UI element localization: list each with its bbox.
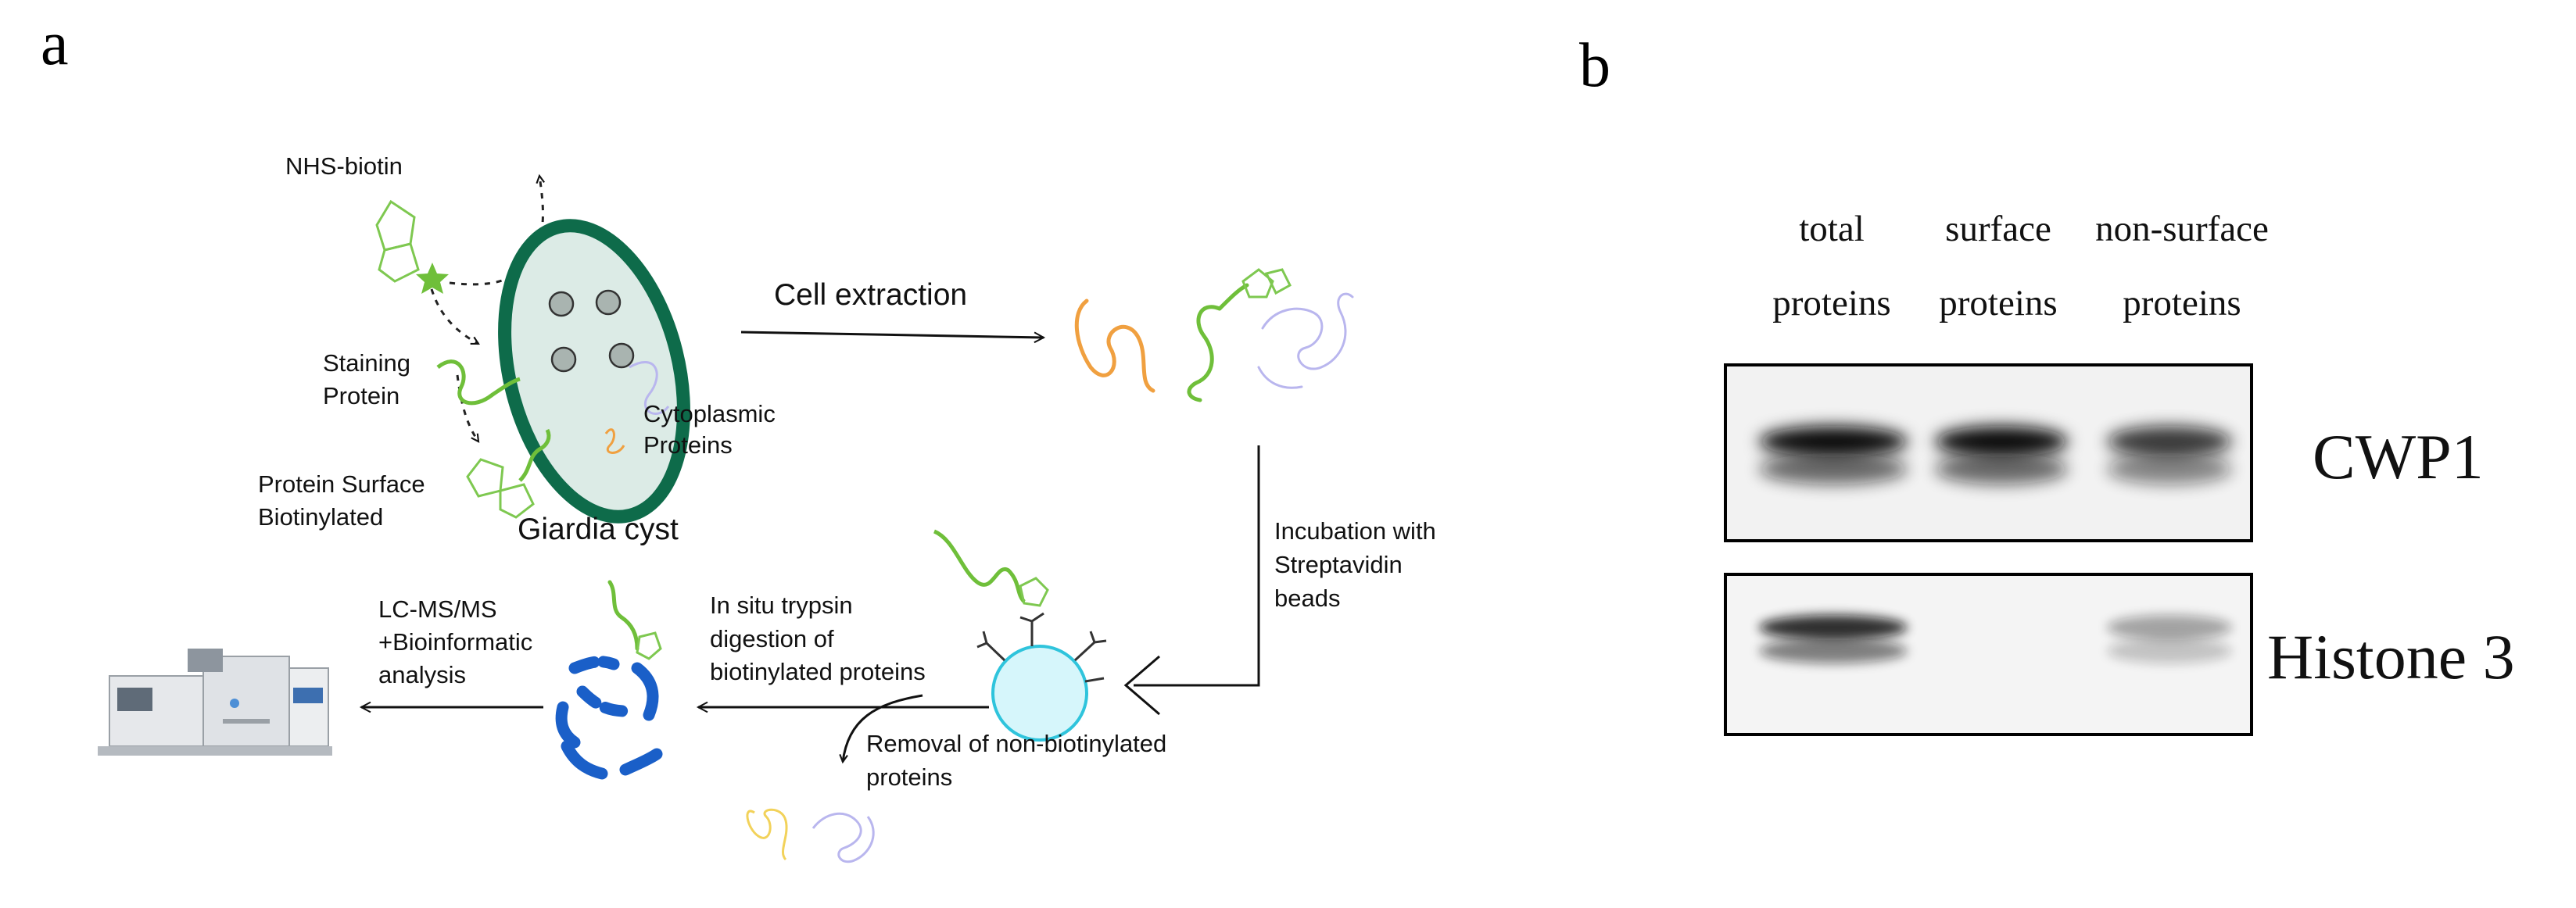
lcms-label-2: +Bioinformatic [378, 628, 532, 656]
col-1-line-2: proteins [1772, 283, 1890, 324]
blot-cwp1 [1724, 363, 2253, 542]
nhs-star-icon [416, 263, 449, 294]
blot-label-histone3: Histone 3 [2267, 621, 2515, 692]
trypsin-label-1: In situ trypsin [710, 592, 853, 619]
panel-b-letter: b [1579, 31, 1610, 100]
blot-band [2107, 615, 2232, 640]
column-headers: total proteins surface proteins non-surf… [1772, 209, 2269, 324]
surface-label-1: Protein Surface [258, 470, 425, 498]
incubation-arrow-head [1123, 655, 1160, 716]
cell-extraction-label: Cell extraction [774, 278, 967, 312]
surface-biotin-icon [466, 428, 551, 519]
extracted-proteins [1074, 268, 1354, 402]
panel-a-letter: a [41, 9, 69, 78]
blot-band [2107, 426, 2232, 457]
cell-extraction-arrow [740, 331, 1046, 344]
cytoplasmic-label-1: Cytoplasmic [643, 400, 776, 427]
cytoplasmic-label-2: Proteins [643, 431, 733, 459]
staining-label-1: Staining [323, 349, 410, 377]
blot-band [1759, 638, 1908, 663]
nhs-biotin-icon [375, 199, 449, 294]
blot-band [2107, 638, 2232, 663]
peptide-fragments [555, 580, 663, 780]
mass-spectrometer-icon [98, 649, 332, 756]
streptavidin-bead [933, 529, 1107, 742]
removed-proteins [746, 808, 875, 863]
col-1-line-1: total [1799, 209, 1865, 249]
staining-label-2: Protein [323, 382, 399, 409]
removal-label-1: Removal of non-biotinylated [866, 730, 1166, 757]
incubation-label-2: Streptavidin [1274, 551, 1403, 578]
blot-band [2107, 453, 2232, 484]
surface-label-2: Biotinylated [258, 503, 383, 531]
biotinylation-arrows [430, 173, 545, 443]
col-2-line-2: proteins [1939, 283, 2057, 324]
blot-band [1935, 453, 2068, 484]
blot-band [1759, 615, 1908, 640]
lcms-label-1: LC-MS/MS [378, 595, 497, 623]
trypsin-label-2: digestion of [710, 625, 834, 652]
staining-protein-strand [436, 359, 521, 406]
trypsin-label-3: biotinylated proteins [710, 658, 926, 685]
blot-band [1759, 426, 1908, 457]
col-2-line-1: surface [1945, 209, 2051, 249]
col-3-line-2: proteins [2123, 283, 2241, 324]
incubation-label-1: Incubation with [1274, 517, 1436, 545]
blot-band [1759, 453, 1908, 484]
blot-label-cwp1: CWP1 [2313, 421, 2484, 492]
col-3-line-1: non-surface [2095, 209, 2269, 249]
removal-label-2: proteins [866, 763, 952, 791]
incubation-arrow-line [1134, 445, 1260, 687]
removal-arrow [839, 694, 923, 764]
giardia-cyst [498, 219, 690, 524]
blot-histone3 [1724, 573, 2253, 736]
incubation-label-3: beads [1274, 584, 1340, 612]
lcms-label-3: analysis [378, 661, 466, 688]
nhs-biotin-label: NHS-biotin [285, 152, 403, 180]
giardia-cyst-label: Giardia cyst [518, 513, 679, 546]
blot-band [1935, 426, 2068, 457]
